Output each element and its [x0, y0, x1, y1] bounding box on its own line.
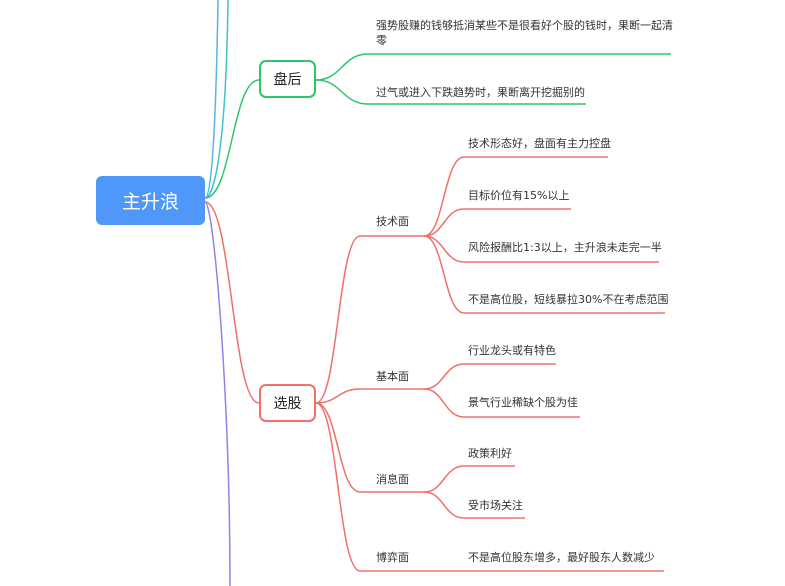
leaf-xiaoxi-1[interactable]: 政策利好	[468, 447, 512, 460]
connector-jishu-item1	[423, 156, 608, 237]
leaf-xiaoxi-2[interactable]: 受市场关注	[468, 499, 523, 512]
leaf-jishu-4[interactable]: 不是高位股，短线暴拉30%不在考虑范围	[468, 293, 669, 306]
connector-jiben-item2	[423, 388, 580, 418]
connector-jishu-item3	[423, 235, 659, 263]
connector-xuangu-jishu	[315, 235, 424, 404]
connector-offscreen-top-cyan	[204, 0, 229, 199]
connector-xuangu-xiaoxi	[315, 402, 424, 493]
leaf-jiben-2[interactable]: 景气行业稀缺个股为佳	[468, 396, 578, 409]
group-node-xiaoxi[interactable]: 消息面	[376, 473, 409, 486]
leaf-jishu-3[interactable]: 风险报酬比1:3以上，主升浪未走完一半	[468, 241, 662, 254]
connector-offscreen-bottom-purple	[204, 201, 231, 586]
connector-xuangu-boyi	[315, 402, 424, 572]
connector-panhou-item1	[315, 53, 671, 81]
group-node-jiben[interactable]: 基本面	[376, 370, 409, 383]
connector-panhou-item2	[315, 79, 586, 105]
leaf-jishu-2[interactable]: 目标价位有15%以上	[468, 189, 570, 202]
leaf-jishu-1[interactable]: 技术形态好，盘面有主力控盘	[468, 137, 611, 150]
leaf-panhou-1[interactable]: 强势股赚的钱够抵消某些不是很看好个股的钱时，果断一起清零	[376, 19, 673, 47]
connector-xuangu-jiben	[315, 388, 424, 404]
connector-root-xuangu	[204, 201, 260, 404]
connector-xiaoxi-item1	[423, 465, 515, 493]
connector-root-panhou	[204, 79, 260, 199]
leaf-panhou-2[interactable]: 过气或进入下跌趋势时，果断离开挖掘别的	[376, 86, 585, 99]
connector-offscreen-top-blue	[204, 0, 219, 199]
leaf-boyi-1[interactable]: 不是高位股东增多，最好股东人数减少	[468, 551, 655, 564]
group-node-boyi[interactable]: 博弈面	[376, 551, 409, 564]
connector-jiben-item1	[423, 363, 556, 390]
connector-jishu-item2	[423, 208, 571, 237]
branch-node-xuangu[interactable]: 选股	[259, 384, 316, 422]
group-node-jishu[interactable]: 技术面	[376, 215, 409, 228]
root-node[interactable]: 主升浪	[96, 176, 205, 225]
connector-xiaoxi-item2	[423, 491, 525, 519]
connector-jishu-item4	[423, 235, 665, 314]
leaf-jiben-1[interactable]: 行业龙头或有特色	[468, 344, 556, 357]
branch-node-panhou[interactable]: 盘后	[259, 60, 316, 98]
